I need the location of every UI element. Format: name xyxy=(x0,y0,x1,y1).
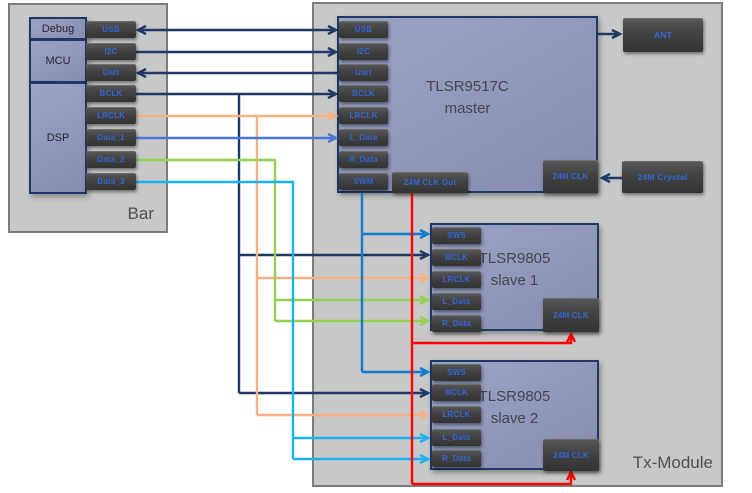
slave1-port-bclk: BCLK xyxy=(432,249,481,266)
wire-data2 xyxy=(136,158,431,327)
wire-usb xyxy=(135,24,339,36)
master-port-swm: SWM xyxy=(339,173,388,190)
master-port-ldata: L_Data xyxy=(339,129,388,146)
master-title-line1: TLSR9517C xyxy=(426,78,509,95)
slave1-port-ldata: L_Data xyxy=(432,293,481,310)
wire-data1 xyxy=(136,132,339,144)
bar-port-bclk: BCLK xyxy=(86,85,136,102)
tlsr9805-slave2-title: TLSR9805 slave 2 xyxy=(430,386,599,430)
wire-swm-sws xyxy=(360,193,431,378)
bar-port-data3: Data_3 xyxy=(86,173,136,190)
ant-block: ANT xyxy=(623,18,703,52)
master-port-i2c: I2C xyxy=(339,43,388,60)
tlsr9517c-master-title: TLSR9517C master xyxy=(337,76,598,120)
bar-port-data2: Data_2 xyxy=(86,151,136,168)
wire-data3 xyxy=(136,180,431,465)
slave2-port-rdata: R_Data xyxy=(432,450,481,467)
bar-container-label: Bar xyxy=(127,204,154,223)
slave2-title-line1: TLSR9805 xyxy=(478,388,551,405)
master-port-lrclk: LRCLK xyxy=(339,107,388,124)
wire-lrclk xyxy=(136,110,431,421)
slave1-port-lrclk: LRCLK xyxy=(432,271,481,288)
master-port-bclk: BCLK xyxy=(339,85,388,102)
wire-bclk xyxy=(136,88,431,399)
slave1-port-24m-clk: 24M CLK xyxy=(543,298,599,332)
slave2-port-ldata: L_Data xyxy=(432,429,481,446)
slave1-port-rdata: R_Data xyxy=(432,315,481,332)
slave2-port-bclk: BCLK xyxy=(432,384,481,401)
wire-i2c xyxy=(136,46,339,58)
debug-block-label: Debug xyxy=(41,22,75,35)
mcu-block-label: MCU xyxy=(45,55,71,67)
wire-uart xyxy=(135,67,339,79)
crystal-24m-block: 24M Crystal xyxy=(622,161,703,193)
slave2-title-line2: slave 2 xyxy=(490,410,539,427)
bar-port-usb: USB xyxy=(86,21,136,38)
bar-port-lrclk: LRCLK xyxy=(86,107,136,124)
mcu-block xyxy=(29,39,87,83)
master-port-usb: USB xyxy=(339,21,388,38)
bar-port-i2c: I2C xyxy=(86,43,136,60)
bar-port-data1: Data_1 xyxy=(86,129,136,146)
master-port-24m-clk: 24M CLK xyxy=(543,160,598,193)
master-port-rdata: R_Data xyxy=(339,151,388,168)
slave1-title-line2: slave 1 xyxy=(490,272,539,289)
slave1-port-sws: SWS xyxy=(432,227,481,244)
wire-ant xyxy=(598,28,623,40)
bar-port-uart: Uart xyxy=(86,64,136,81)
tx-module-container-label: Tx-Module xyxy=(632,453,713,472)
master-port-24m-clk-out: 24M CLK Out xyxy=(392,172,468,193)
slave1-title-line1: TLSR9805 xyxy=(478,250,551,267)
slave2-port-lrclk: LRCLK xyxy=(432,406,481,423)
wire-crystal xyxy=(599,172,622,184)
master-title-line2: master xyxy=(444,100,491,117)
tlsr9805-slave1-title: TLSR9805 slave 1 xyxy=(430,248,599,292)
wire-24m-clk-out xyxy=(410,193,577,486)
slave2-port-sws: SWS xyxy=(432,364,481,381)
master-port-uart: Uart xyxy=(339,64,388,81)
slave2-port-24m-clk: 24M CLK xyxy=(543,439,599,471)
dsp-block-label: DSP xyxy=(46,132,70,144)
